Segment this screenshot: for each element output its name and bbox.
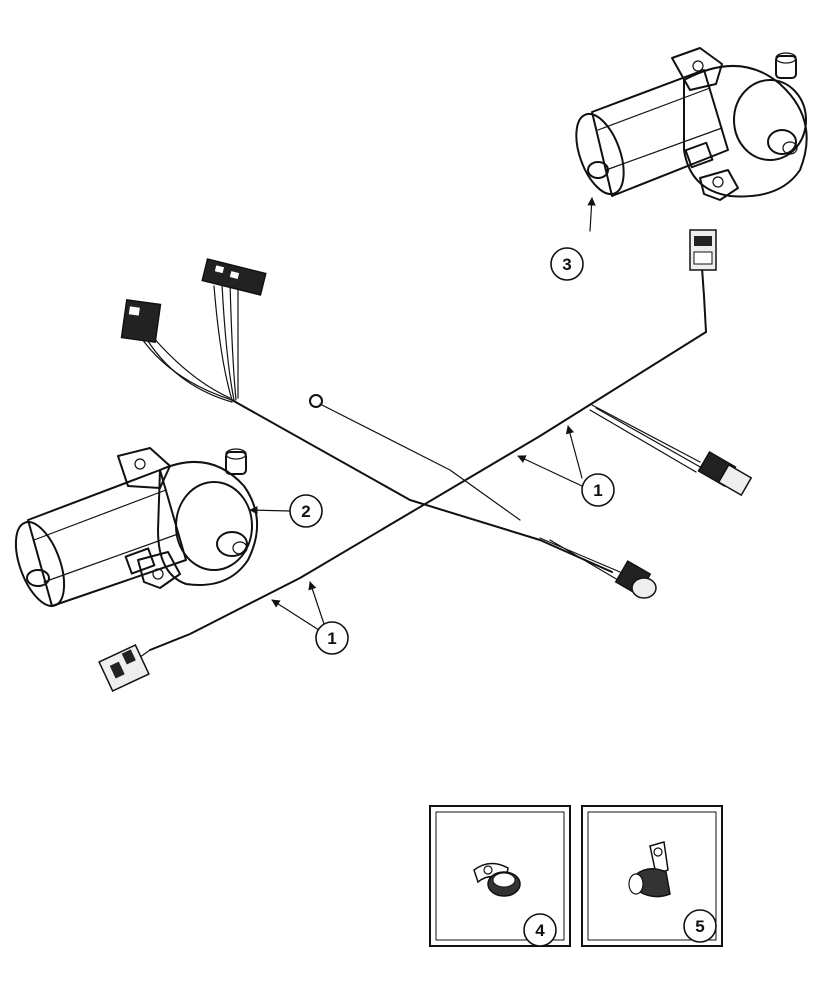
connector-lower-left — [98, 644, 150, 692]
connector-top-left-a — [120, 298, 162, 344]
callout-5: 5 — [695, 917, 704, 936]
inset-box-clamp-4: 4 — [429, 805, 571, 947]
callout-2: 2 — [289, 494, 323, 528]
wiring-harness — [135, 267, 707, 661]
svg-text:1: 1 — [327, 629, 336, 648]
callout-1-right: 1 — [581, 473, 615, 507]
connector-lower-right-round — [614, 560, 657, 599]
callout-leaders — [249, 197, 691, 919]
callout-1-left: 1 — [315, 621, 349, 655]
window-motor-upper — [575, 47, 808, 201]
window-motor-lower — [14, 447, 258, 607]
callout-4: 4 — [535, 921, 545, 940]
svg-text:2: 2 — [301, 502, 310, 521]
svg-text:3: 3 — [562, 255, 571, 274]
connector-right-2pin — [697, 450, 753, 497]
inset-box-clamp-5: 5 — [581, 805, 723, 947]
connector-top-left-b — [201, 258, 267, 296]
connector-top-right — [689, 229, 717, 271]
svg-text:1: 1 — [593, 481, 602, 500]
callout-3: 3 — [550, 247, 584, 281]
